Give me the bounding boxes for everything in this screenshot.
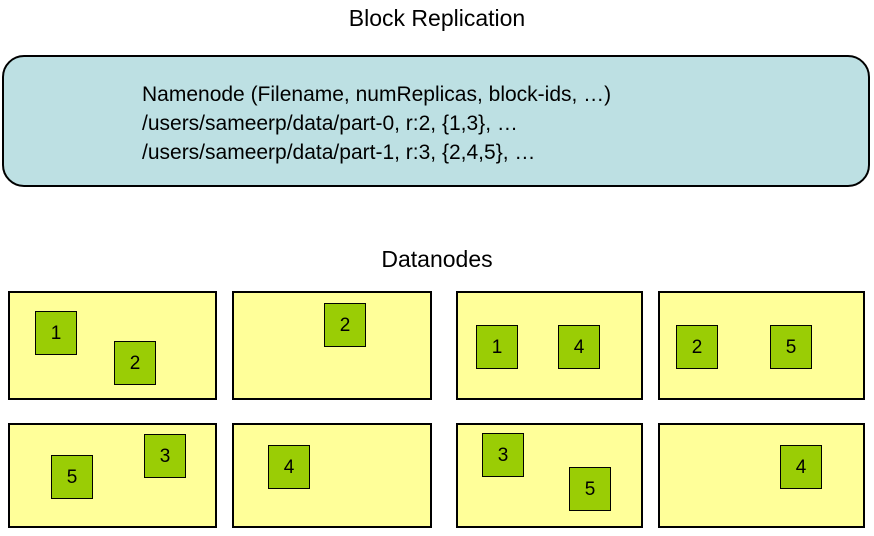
block-chip: 3: [144, 434, 186, 478]
namenode-metadata-text: Namenode (Filename, numReplicas, block-i…: [142, 80, 611, 167]
datanode-3: 1 4: [456, 291, 643, 400]
datanode-7: 3 5: [456, 423, 643, 528]
block-chip: 5: [51, 455, 93, 499]
block-chip: 4: [558, 325, 600, 369]
block-chip: 4: [780, 445, 822, 489]
namenode-file-line-1: /users/sameerp/data/part-0, r:2, {1,3}, …: [142, 112, 518, 135]
datanode-5: 5 3: [8, 423, 217, 528]
block-chip: 1: [35, 311, 77, 355]
datanode-1: 1 2: [8, 291, 217, 400]
datanode-6: 4: [232, 423, 432, 528]
namenode-header-line: Namenode (Filename, numReplicas, block-i…: [142, 83, 612, 106]
datanode-8: 4: [658, 423, 865, 528]
block-chip: 5: [569, 467, 611, 511]
namenode-file-line-2: /users/sameerp/data/part-1, r:3, {2,4,5}…: [142, 141, 536, 164]
block-chip: 4: [268, 445, 310, 489]
block-chip: 5: [770, 325, 812, 369]
datanodes-label: Datanodes: [381, 246, 493, 272]
block-chip: 1: [476, 325, 518, 369]
namenode-panel: Namenode (Filename, numReplicas, block-i…: [2, 55, 870, 187]
block-chip: 2: [324, 303, 366, 347]
block-chip: 2: [114, 341, 156, 385]
datanode-2: 2: [232, 291, 432, 400]
block-chip: 2: [676, 325, 718, 369]
page-title: Block Replication: [348, 5, 526, 31]
datanode-4: 2 5: [658, 291, 865, 400]
block-chip: 3: [482, 433, 524, 477]
